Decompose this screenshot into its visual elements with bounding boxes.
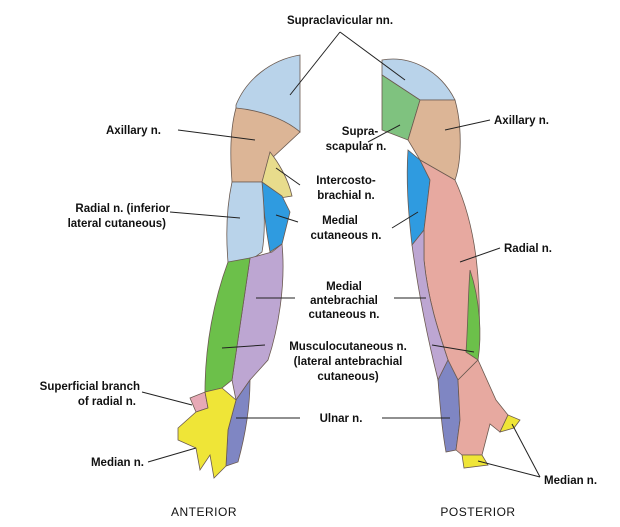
label-medial-antebrachial: Medial — [326, 281, 362, 293]
label-median-anterior: Median n. — [91, 457, 144, 469]
labels: Supraclavicular nn. Axillary n. Axillary… — [40, 15, 597, 519]
label-axillary-anterior: Axillary n. — [106, 125, 161, 137]
view-label-posterior: POSTERIOR — [440, 505, 515, 519]
label-median-posterior: Median n. — [544, 475, 597, 487]
label-radial-inferior: lateral cutaneous) — [68, 218, 167, 230]
label-supraclavicular: Supraclavicular nn. — [287, 15, 393, 27]
label-medial-cutaneous: Medial — [322, 215, 358, 227]
label-superficial-radial: Superficial branch — [40, 381, 140, 393]
label-musculocutaneous: (lateral antebrachial — [294, 356, 403, 368]
label-medial-cutaneous: cutaneous n. — [311, 230, 382, 242]
label-musculocutaneous: Musculocutaneous n. — [289, 341, 407, 353]
label-ulnar: Ulnar n. — [320, 413, 363, 425]
view-label-anterior: ANTERIOR — [171, 505, 237, 519]
label-superficial-radial: of radial n. — [78, 396, 136, 408]
label-radial-inferior: Radial n. (inferior — [75, 203, 170, 215]
label-musculocutaneous: cutaneous) — [317, 371, 379, 383]
label-axillary-posterior: Axillary n. — [494, 115, 549, 127]
label-suprascapular: scapular n. — [326, 141, 387, 153]
anterior-arm — [178, 55, 300, 478]
label-medial-antebrachial: antebrachial — [310, 295, 378, 307]
posterior-median-region — [462, 455, 488, 468]
label-intercostobrachial: Intercosto- — [316, 175, 376, 187]
label-radial-posterior: Radial n. — [504, 243, 552, 255]
posterior-radial-hand-region — [456, 360, 508, 455]
label-medial-antebrachial: cutaneous n. — [309, 309, 380, 321]
label-suprascapular: Supra- — [342, 126, 379, 138]
anterior-radial-lateral-region — [227, 182, 265, 262]
label-intercostobrachial: brachial n. — [317, 190, 375, 202]
